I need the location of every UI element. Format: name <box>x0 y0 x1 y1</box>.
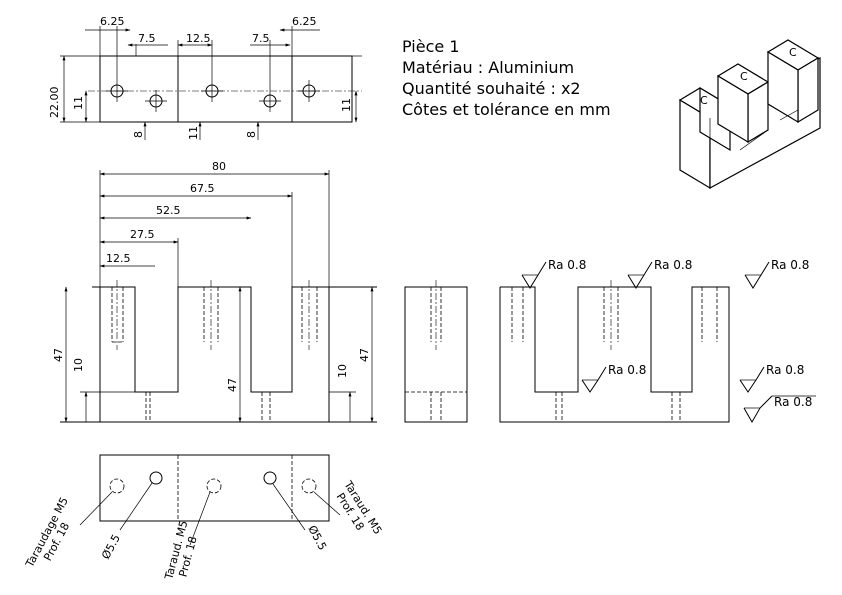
dim-8-left: 8 <box>132 131 145 138</box>
top-hole-1 <box>106 80 128 102</box>
note-quantity: Quantité souhaité : x2 <box>402 79 581 98</box>
isometric-view: C C C <box>678 39 821 190</box>
dim-6-25-left: 6.25 <box>100 15 125 28</box>
ra-label-1: Ra 0.8 <box>548 258 586 272</box>
dim-47-mid: 47 <box>226 378 239 392</box>
dim-52-5: 52.5 <box>156 204 181 217</box>
dim-6-25-right: 6.25 <box>292 15 317 28</box>
dim-11-bottom: 11 <box>187 126 200 140</box>
note-material: Matériau : Aluminium <box>402 58 574 77</box>
section-view <box>499 280 730 423</box>
dim-10-left: 10 <box>72 358 85 372</box>
dim-7-5-left: 7.5 <box>138 32 156 45</box>
iso-hole-mark-3: C <box>789 46 797 59</box>
top-view-outline <box>99 55 353 123</box>
ra-label-7: Ra 0.8 <box>774 395 812 409</box>
dim-22: 22.00 <box>48 87 61 119</box>
dim-10-right: 10 <box>336 364 349 378</box>
dim-27-5: 27.5 <box>130 228 155 241</box>
ra-label-5: Ra 0.8 <box>766 363 804 377</box>
dim-8-right: 8 <box>245 131 258 138</box>
dim-67-5: 67.5 <box>190 182 215 195</box>
top-hole-3 <box>201 80 223 102</box>
dim-12-5-front: 12.5 <box>106 252 131 265</box>
dia-callout-2: Ø5.5 <box>305 523 329 552</box>
title-notes: Pièce 1 Matériau : Aluminium Quantité so… <box>402 37 611 119</box>
ra-label-2: Ra 0.8 <box>654 258 692 272</box>
top-hole-4 <box>259 90 281 112</box>
side-view <box>404 280 468 423</box>
clearance-hole-2 <box>263 471 277 485</box>
tapped-hole-1 <box>109 478 125 494</box>
front-view-outline <box>99 286 330 423</box>
top-hole-2 <box>145 90 167 112</box>
bottom-view: Taraudage M5 Prof. 18 Ø5.5 Taraud. M5 Pr… <box>23 454 384 582</box>
dim-12-5: 12.5 <box>186 32 211 45</box>
dia-callout-1: Ø5.5 <box>99 532 123 561</box>
iso-hole-mark-2: C <box>740 70 748 83</box>
roughness-symbols: Ra 0.8 Ra 0.8 Ra 0.8 Ra 0.8 Ra 0.8 Ra 0.… <box>521 258 816 424</box>
bottom-view-outline <box>99 454 330 522</box>
top-view: 6.25 7.5 12.5 7.5 6.25 22.00 11 11 8 11 … <box>48 15 362 140</box>
top-hole-5 <box>298 80 320 102</box>
dim-47-right: 47 <box>358 348 371 362</box>
clearance-hole-1 <box>149 471 163 485</box>
note-units: Côtes et tolérance en mm <box>402 100 611 119</box>
dim-80: 80 <box>212 160 226 173</box>
front-view: 80 67.5 52.5 27.5 12.5 47 10 47 10 47 <box>52 160 377 423</box>
dim-11-right: 11 <box>340 98 353 112</box>
ra-label-3: Ra 0.8 <box>771 258 809 272</box>
tapped-hole-2 <box>206 478 222 494</box>
dim-7-5-right: 7.5 <box>252 32 270 45</box>
dim-11-left: 11 <box>72 96 85 110</box>
ra-label-4: Ra 0.8 <box>608 363 646 377</box>
dim-47-left: 47 <box>52 348 65 362</box>
tapped-hole-3 <box>301 478 317 494</box>
iso-hole-mark-1: C <box>700 94 708 107</box>
note-part: Pièce 1 <box>402 37 460 56</box>
